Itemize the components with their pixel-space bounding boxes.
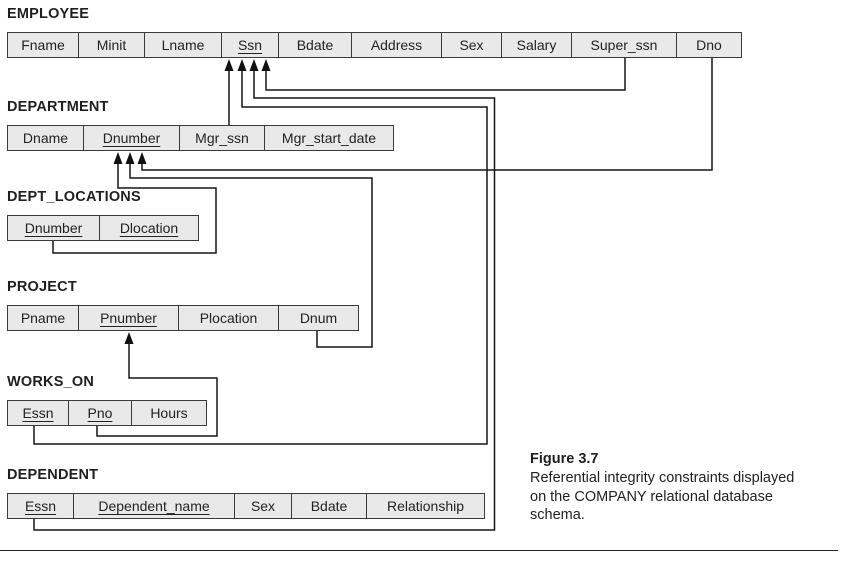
table-row-project: Pname Pnumber Plocation Dnum [7,305,359,331]
table-name-project: PROJECT [7,279,77,295]
table-dependent: DEPENDENT Essn Dependent_name Sex Bdate … [7,467,485,519]
employee-col-salary: Salary [501,33,571,57]
page-divider [0,550,838,551]
dependent-col-essn: Essn [24,498,57,514]
employee-col-minit: Minit [78,33,144,57]
table-dept-locations: DEPT_LOCATIONS Dnumber Dlocation [7,189,199,241]
employee-col-dno: Dno [676,33,741,57]
arrow-up-icon [261,59,271,71]
table-row-department: Dname Dnumber Mgr_ssn Mgr_start_date [7,125,394,151]
table-row-employee: Fname Minit Lname Ssn Bdate Address Sex … [7,32,742,58]
arrow-up-icon [137,152,147,164]
fk-line-super-ssn-to-ssn [265,58,626,91]
dept-locations-col-dnumber: Dnumber [24,220,83,236]
table-name-department: DEPARTMENT [7,99,109,115]
employee-col-sex: Sex [441,33,501,57]
table-row-dependent: Essn Dependent_name Sex Bdate Relationsh… [7,493,485,519]
project-col-plocation: Plocation [178,306,278,330]
dependent-col-relationship: Relationship [366,494,484,518]
table-department: DEPARTMENT Dname Dnumber Mgr_ssn Mgr_sta… [7,99,394,151]
arrow-up-icon [113,152,123,164]
works-on-col-pno: Pno [68,401,131,425]
arrow-up-icon [249,59,259,71]
figure-caption-line: schema. [530,507,585,523]
department-col-dnumber: Dnumber [83,126,179,150]
table-name-dependent: DEPENDENT [7,467,99,483]
arrow-up-icon [224,59,234,71]
table-name-dept-locations: DEPT_LOCATIONS [7,189,141,205]
works-on-col-hours: Hours [131,401,206,425]
arrow-up-icon [237,59,247,71]
employee-col-address: Address [351,33,441,57]
table-name-employee: EMPLOYEE [7,6,90,22]
figure-caption-line: on the COMPANY relational database [530,488,773,505]
arrow-up-icon [124,332,134,344]
table-project: PROJECT Pname Pnumber Plocation Dnum [7,279,359,331]
figure-caption-line: Referential integrity constraints displa… [530,470,795,486]
department-col-dname: Dname [22,130,69,146]
dependent-col-bdate: Bdate [291,494,366,518]
table-row-works-on: Essn Pno Hours [7,400,207,426]
project-col-pnumber: Pnumber [78,306,178,330]
dependent-col-sex: Sex [234,494,291,518]
project-col-pname: Pname [20,310,66,326]
employee-col-fname: Fname [21,37,65,53]
department-col-mgr-ssn: Mgr_ssn [179,126,264,150]
department-col-mgr-start-date: Mgr_start_date [264,126,393,150]
employee-col-bdate: Bdate [278,33,351,57]
works-on-col-essn: Essn [22,405,54,421]
table-works-on: WORKS_ON Essn Pno Hours [7,374,207,426]
project-col-dnum: Dnum [278,306,358,330]
employee-col-super-ssn: Super_ssn [571,33,676,57]
table-row-dept-locations: Dnumber Dlocation [7,215,199,241]
figure-caption: Figure 3.7 Referential integrity constra… [530,451,840,525]
dept-locations-col-dlocation: Dlocation [99,216,198,240]
arrow-up-icon [125,152,135,164]
employee-col-lname: Lname [144,33,221,57]
employee-col-ssn: Ssn [221,33,278,57]
figure-caption-label: Figure 3.7 [530,451,599,467]
table-name-works-on: WORKS_ON [7,374,94,390]
dependent-col-dependent-name: Dependent_name [73,494,234,518]
table-employee: EMPLOYEE Fname Minit Lname Ssn Bdate Add… [7,6,742,58]
